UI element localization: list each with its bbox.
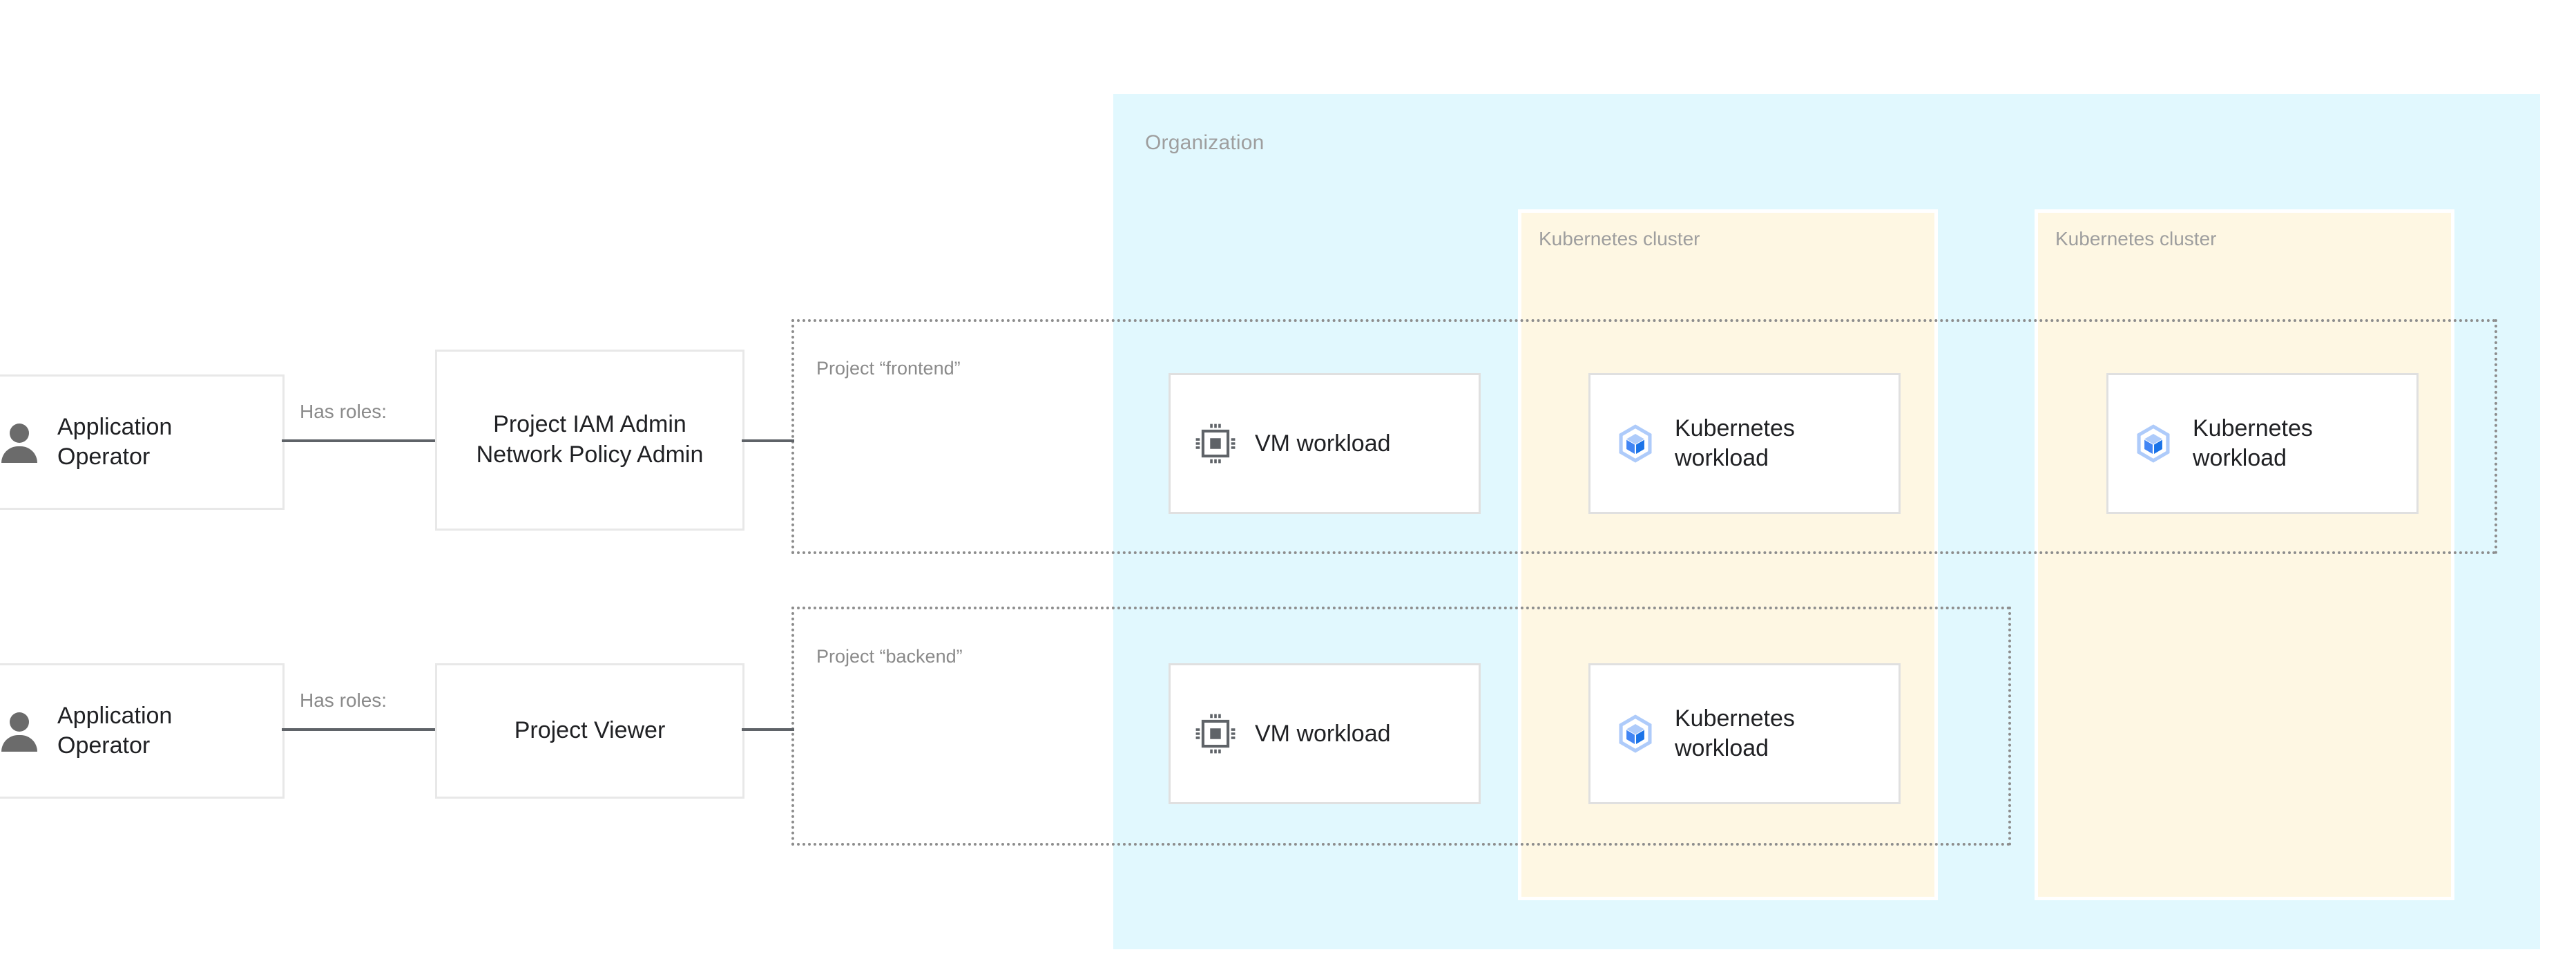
project-boundary-frontend [791,319,2497,554]
role-box-2: Project Viewer [435,663,744,799]
project-boundary-backend [791,607,2011,846]
actor-card-application-operator-1: Application Operator [0,374,285,510]
workload-card-k8s-frontend-cluster1: Kubernetes workload [1588,373,1901,514]
workload-card-k8s-frontend-cluster2: Kubernetes workload [2106,373,2419,514]
actor-label-2: Application Operator [57,703,173,759]
actor-card-application-operator-2: Application Operator [0,663,285,799]
kubernetes-cluster-label-1: Kubernetes cluster [1539,228,1700,249]
workload-label-k8s-frontend-cluster2: Kubernetes workload [2193,415,2313,471]
role-box-1: Project IAM Admin Network Policy Admin [435,350,744,531]
cpu-chip-icon [1194,422,1237,465]
organization-label: Organization [1145,131,1265,154]
workload-card-vm-frontend: VM workload [1169,373,1481,514]
connector-role2-to-project-backend [742,728,794,731]
connector-actor1-to-role1 [282,439,439,442]
workload-label-vm-frontend: VM workload [1255,430,1391,457]
workload-card-vm-backend: VM workload [1169,663,1481,804]
actor-label-1: Application Operator [57,414,173,470]
role-text-1: Project IAM Admin Network Policy Admin [476,411,704,468]
kubernetes-cube-icon [2132,422,2175,465]
has-roles-label-2: Has roles: [300,690,387,711]
role-text-2: Project Viewer [514,717,666,744]
project-label-frontend: Project “frontend” [816,358,961,379]
person-icon [0,711,39,752]
connector-actor2-to-role2 [282,728,439,731]
project-label-backend: Project “backend” [816,646,963,667]
workload-label-k8s-backend-cluster1: Kubernetes workload [1675,705,1795,761]
has-roles-label-1: Has roles: [300,401,387,422]
kubernetes-cluster-label-2: Kubernetes cluster [2055,228,2217,249]
workload-label-vm-backend: VM workload [1255,720,1391,747]
kubernetes-cube-icon [1614,422,1657,465]
workload-label-k8s-frontend-cluster1: Kubernetes workload [1675,415,1795,471]
kubernetes-cluster-panel-2 [2035,209,2454,900]
workload-card-k8s-backend-cluster1: Kubernetes workload [1588,663,1901,804]
kubernetes-cube-icon [1614,712,1657,755]
cpu-chip-icon [1194,712,1237,755]
connector-role1-to-project-frontend [742,439,794,442]
person-icon [0,422,39,463]
